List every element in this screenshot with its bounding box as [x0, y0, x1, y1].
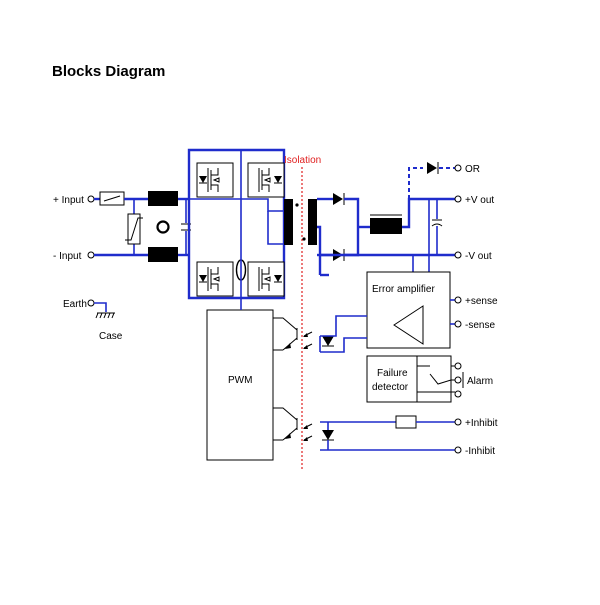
inhibit-resistor	[395, 415, 417, 429]
opto-phototransistor-lower	[273, 407, 298, 441]
failure-detector-box	[366, 355, 418, 403]
plus-sense-label: +sense	[465, 296, 498, 307]
alarm-terminal-3	[454, 390, 462, 398]
op-amp-icon	[393, 305, 424, 345]
page-title: Blocks Diagram	[52, 63, 166, 80]
failure-detector-label-line1: Failure	[377, 368, 408, 379]
plus-v-out-label: +V out	[465, 195, 494, 206]
transformer-primary	[284, 199, 293, 245]
or-diode	[427, 162, 437, 174]
plus-sense-terminal	[454, 296, 462, 304]
failure-detector-label-line2: detector	[372, 382, 409, 393]
minus-inhibit-label: -Inhibit	[465, 446, 495, 457]
alarm-terminal-2	[454, 376, 462, 384]
pwm-box	[206, 309, 274, 461]
minus-input-terminal	[87, 251, 95, 259]
error-amplifier-block: Error amplifier +sense -sense	[320, 271, 498, 353]
full-bridge	[187, 148, 286, 300]
choke-core	[156, 220, 170, 234]
opto-led-upper	[322, 336, 334, 346]
earth-terminal	[87, 299, 95, 307]
plus-v-out-terminal	[454, 195, 462, 203]
failure-detector-block: Failure detector Alarm	[366, 355, 493, 403]
alarm-terminal-1	[454, 362, 462, 370]
or-terminal	[454, 164, 462, 172]
opto-led-lower	[322, 430, 334, 440]
minus-inhibit-terminal	[454, 446, 462, 454]
error-amplifier-label: Error amplifier	[372, 284, 435, 295]
mosfet-top-left	[196, 162, 234, 198]
alarm-label: Alarm	[467, 376, 493, 387]
transformer-secondary	[308, 199, 317, 245]
transformer	[284, 199, 317, 245]
error-amplifier-box	[366, 271, 451, 349]
or-label: OR	[465, 164, 480, 175]
minus-v-out-label: -V out	[465, 251, 492, 262]
plus-inhibit-terminal	[454, 418, 462, 426]
output-choke	[370, 218, 402, 234]
plus-input-label: + Input	[53, 195, 84, 206]
input-choke-lower	[148, 247, 178, 262]
pwm-block: PWM	[206, 298, 498, 461]
minus-sense-terminal	[454, 320, 462, 328]
input-section: + Input - Input Eart	[53, 191, 191, 342]
earth-label: Earth	[63, 299, 87, 310]
output-section: OR +V out -V out	[317, 162, 494, 277]
opto-phototransistor-upper	[273, 317, 298, 351]
minus-input-label: - Input	[53, 251, 82, 262]
input-choke-upper	[148, 191, 178, 206]
pwm-label: PWM	[228, 375, 252, 386]
output-diode-upper	[333, 193, 343, 205]
minus-v-out-terminal	[454, 251, 462, 259]
case-label: Case	[99, 331, 123, 342]
minus-sense-label: -sense	[465, 320, 495, 331]
plus-input-terminal	[87, 195, 95, 203]
isolation-label: Isolation	[284, 155, 321, 166]
plus-inhibit-label: +Inhibit	[465, 418, 498, 429]
